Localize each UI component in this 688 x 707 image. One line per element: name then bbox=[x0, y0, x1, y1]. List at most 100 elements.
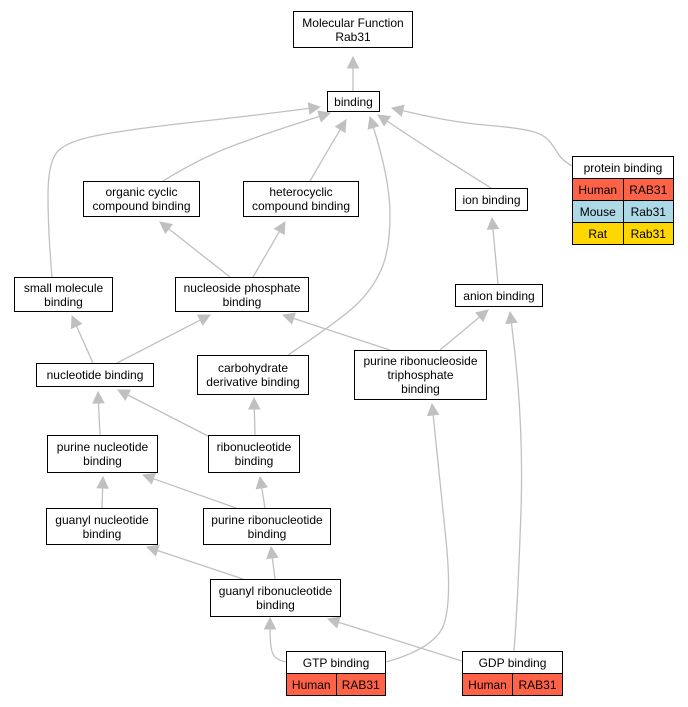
node-label-line: binding bbox=[44, 294, 83, 309]
edge-protein-binding-to-binding-arrowhead bbox=[390, 104, 405, 117]
edge-ion-binding-to-binding-arrowhead bbox=[377, 114, 392, 127]
edge-carbohydrate-derivative-to-binding-arrowhead bbox=[367, 115, 380, 130]
node-label-line: purine ribonucleoside bbox=[363, 354, 478, 368]
edge-gdp-binding-to-guanyl-ribonucleotide-arrowhead bbox=[326, 616, 341, 629]
edge-nucleotide-binding-to-small-molecule-arrowhead bbox=[70, 314, 83, 330]
edge-gdp-binding-to-anion-binding bbox=[510, 322, 523, 652]
edge-purine-nucleotide-to-nucleotide-binding-arrowhead bbox=[92, 390, 105, 404]
edge-purine-ribonucleotide-to-purine-nucleotide-arrowhead bbox=[141, 472, 156, 485]
edge-binding-to-molecular-function-arrowhead bbox=[346, 55, 360, 69]
node-label-line: compound binding bbox=[251, 199, 351, 213]
node-label-line: guanyl nucleotide bbox=[55, 512, 149, 527]
edge-guanyl-nucleotide-to-purine-nucleotide-arrowhead bbox=[96, 475, 109, 489]
node-label-line: binding bbox=[256, 598, 295, 612]
edge-purine-ribonucleoside-tp-to-nucleoside-phosphate-arrowhead bbox=[281, 312, 296, 325]
edge-purine-ribonucleoside-tp-to-nucleoside-phosphate bbox=[293, 317, 391, 351]
edge-small-molecule-to-binding bbox=[47, 107, 310, 278]
ortholog-species: Rat bbox=[588, 226, 608, 241]
edge-gtp-binding-to-guanyl-ribonucleotide bbox=[269, 628, 287, 663]
edge-guanyl-ribonucleotide-to-guanyl-nucleotide bbox=[157, 549, 244, 580]
node-label-line: binding bbox=[222, 294, 262, 309]
node-binding[interactable]: binding bbox=[327, 91, 380, 112]
node-label-line: purine ribonucleotide bbox=[211, 512, 323, 527]
edge-purine-ribonucleoside-tp-to-anion-binding bbox=[439, 316, 480, 351]
ortholog-gene: RAB31 bbox=[622, 179, 674, 200]
node-ion-binding[interactable]: ion binding bbox=[455, 188, 528, 211]
node-anion-binding[interactable]: anion binding bbox=[455, 284, 543, 307]
edge-heterocyclic-to-binding-arrowhead bbox=[334, 119, 347, 134]
node-label-line: purine nucleotide bbox=[56, 440, 149, 454]
node-label-line: heterocyclic bbox=[269, 185, 333, 199]
edge-anion-binding-to-ion-binding-arrowhead bbox=[486, 216, 500, 231]
node-label-line: small molecule bbox=[23, 280, 104, 295]
node-label-line: GTP binding bbox=[302, 655, 370, 670]
node-label-line: binding bbox=[82, 526, 122, 541]
node-gdp-binding[interactable]: GDP binding bbox=[462, 651, 563, 674]
ortholog-species: Mouse bbox=[579, 204, 616, 219]
node-label-line: carbohydrate bbox=[217, 361, 289, 375]
node-label-line: guanyl ribonucleotide bbox=[218, 584, 333, 598]
ortholog-gene: Rab31 bbox=[622, 223, 674, 244]
edge-small-molecule-to-binding-arrowhead bbox=[307, 102, 322, 115]
edge-organic-cyclic-to-binding-arrowhead bbox=[317, 110, 332, 123]
edge-carbohydrate-derivative-to-binding bbox=[287, 127, 391, 356]
edge-nucleotide-binding-to-nucleoside-phosphate bbox=[116, 319, 201, 364]
edge-purine-nucleotide-to-nucleotide-binding bbox=[97, 402, 101, 436]
node-label-line: ion binding bbox=[462, 192, 521, 207]
ortholog-row-rat: Rat Rab31 bbox=[572, 223, 674, 245]
edge-ribonucleotide-to-carbohydrate-derivative-arrowhead bbox=[248, 396, 261, 410]
edge-nucleoside-phosphate-to-heterocyclic-arrowhead bbox=[273, 221, 286, 236]
edge-purine-ribonucleotide-to-ribonucleotide bbox=[261, 487, 266, 509]
node-label-line: derivative binding bbox=[206, 375, 300, 389]
edge-gdp-binding-to-guanyl-ribonucleotide bbox=[338, 621, 463, 662]
node-gtp-binding[interactable]: GTP binding bbox=[286, 651, 386, 674]
ortholog-row-mouse: Mouse Rab31 bbox=[572, 201, 674, 223]
edge-nucleoside-phosphate-to-organic-cyclic bbox=[168, 228, 231, 278]
edge-nucleotide-binding-to-nucleoside-phosphate-arrowhead bbox=[196, 314, 211, 326]
edge-gtp-binding-to-guanyl-ribonucleotide-arrowhead bbox=[263, 616, 277, 630]
node-label-line: binding bbox=[247, 526, 287, 541]
ortholog-gene: Rab31 bbox=[622, 201, 674, 222]
edge-ion-binding-to-binding bbox=[386, 120, 492, 189]
node-label-line: binding bbox=[83, 454, 122, 468]
node-label-line: Rab31 bbox=[335, 29, 371, 44]
edge-protein-binding-to-binding bbox=[402, 109, 573, 167]
node-label-line: ribonucleotide bbox=[216, 440, 292, 454]
node-label-line: triphosphate bbox=[387, 368, 454, 382]
edge-gtp-binding-to-purine-ribonucleoside-tp bbox=[385, 414, 450, 663]
node-protein-binding[interactable]: protein binding bbox=[572, 156, 674, 179]
edge-guanyl-nucleotide-to-purine-nucleotide bbox=[101, 487, 104, 509]
edge-guanyl-ribonucleotide-to-purine-ribonucleotide-arrowhead bbox=[266, 545, 279, 560]
edge-purine-ribonucleoside-tp-to-anion-binding-arrowhead bbox=[475, 309, 489, 323]
node-label-line: binding bbox=[234, 454, 274, 468]
edge-anion-binding-to-ion-binding bbox=[492, 228, 499, 285]
node-nucleotide-binding[interactable]: nucleotide binding bbox=[36, 363, 154, 387]
node-label-line: compound binding bbox=[92, 199, 191, 213]
edge-gtp-binding-to-purine-ribonucleoside-tp-arrowhead bbox=[426, 402, 440, 417]
edge-purine-ribonucleotide-to-purine-nucleotide bbox=[153, 478, 237, 509]
node-label-line: Molecular Function bbox=[302, 15, 404, 30]
ortholog-gene: RAB31 bbox=[335, 674, 386, 695]
edge-ribonucleotide-to-nucleotide-binding bbox=[127, 394, 211, 438]
node-label-line: nucleoside phosphate bbox=[183, 280, 301, 295]
ortholog-species: Human bbox=[468, 677, 507, 692]
edge-guanyl-ribonucleotide-to-guanyl-nucleotide-arrowhead bbox=[145, 544, 160, 557]
edge-ribonucleotide-to-carbohydrate-derivative bbox=[253, 408, 256, 436]
edge-heterocyclic-to-binding bbox=[309, 129, 341, 182]
node-label-line: GDP binding bbox=[478, 655, 547, 670]
